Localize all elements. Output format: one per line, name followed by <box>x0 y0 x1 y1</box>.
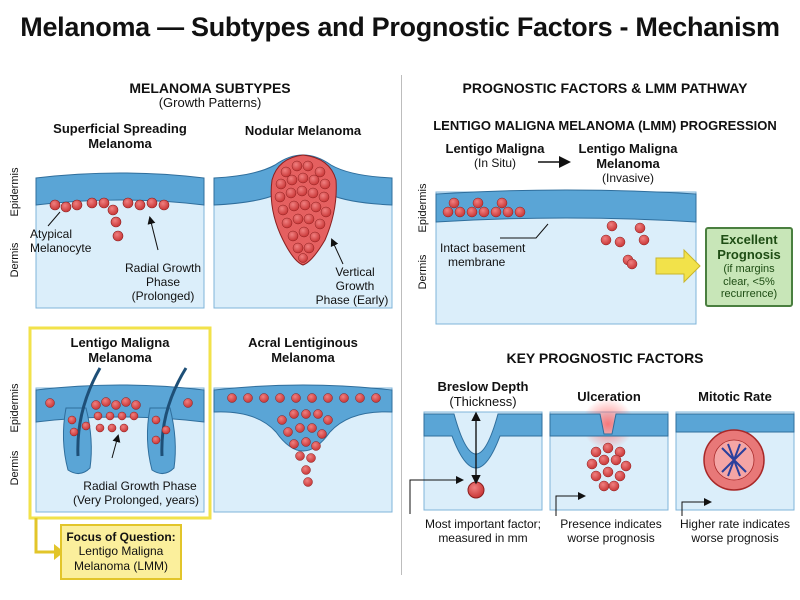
lmm-phase-label-1: Radial Growth Phase <box>83 479 197 493</box>
focus-title: Focus of Question: <box>66 530 176 544</box>
prog-dermis-label: Dermis <box>417 254 429 290</box>
prognosis-detail-2: clear, <5% <box>723 275 775 288</box>
stage1-title: Lentigo Maligna <box>445 141 545 156</box>
nodular-cells <box>274 160 332 263</box>
stage2-title-2: Melanoma <box>596 156 660 171</box>
ulceration-title: Ulceration <box>577 389 641 404</box>
ssm-cells <box>49 197 170 242</box>
ssm-cell-label-1: Atypical <box>30 227 73 241</box>
breslow-note-1: Most important factor; <box>424 517 542 531</box>
lmm-phase-label-2: (Very Prolonged, years) <box>72 493 200 507</box>
focus-line-1: Lentigo Maligna <box>78 544 164 559</box>
breslow-note-2: measured in mm <box>438 531 528 545</box>
acral-cells <box>227 393 381 487</box>
lmm-title-2: Melanoma <box>88 350 152 365</box>
mitotic-note-1: Higher rate indicates <box>679 517 791 531</box>
ulceration-note-1: Presence indicates <box>560 517 662 531</box>
mitotic-title: Mitotic Rate <box>698 389 772 404</box>
lmm-cells <box>45 397 193 445</box>
prognostic-heading: PROGNOSTIC FACTORS & LMM PATHWAY <box>462 80 748 96</box>
panel-breslow <box>409 411 543 514</box>
panel-lmm-progression <box>435 156 701 325</box>
stage2-subtitle: (Invasive) <box>601 171 654 185</box>
acral-title-1: Acral Lentiginous <box>248 335 358 350</box>
panel-nodular <box>213 154 393 309</box>
ulceration-cells <box>586 442 632 492</box>
breslow-subtitle: (Thickness) <box>449 394 517 409</box>
breslow-title: Breslow Depth <box>437 379 529 394</box>
lmm-epidermis-label: Epidermis <box>9 383 21 433</box>
column-divider <box>401 75 402 575</box>
acral-title-2: Melanoma <box>271 350 335 365</box>
prognosis-detail-3: recurrence) <box>720 288 778 301</box>
key-factors-title: KEY PROGNOSTIC FACTORS <box>506 350 704 366</box>
ssm-epidermis-label: Epidermis <box>9 167 21 217</box>
ssm-title-1: Superficial Spreading <box>53 121 187 136</box>
ssm-phase-label-3: (Prolonged) <box>131 289 195 303</box>
focus-line-2: Melanoma (LMM) <box>73 558 169 573</box>
page-title: Melanoma — Subtypes and Prognostic Facto… <box>20 12 780 42</box>
lmm-dermis-label: Dermis <box>9 450 21 486</box>
membrane-label-2: membrane <box>448 255 506 269</box>
nodular-title: Nodular Melanoma <box>244 123 362 138</box>
nodular-label-2: Growth <box>335 279 375 293</box>
prog-epidermis-label: Epidermis <box>417 183 429 233</box>
stage1-subtitle: (In Situ) <box>473 156 516 170</box>
nodular-label-3: Phase (Early) <box>315 293 389 307</box>
lmm-highlight-frame <box>28 326 212 520</box>
progression-title: LENTIGO MALIGNA MELANOMA (LMM) PROGRESSI… <box>433 118 777 133</box>
ssm-title-2: Melanoma <box>88 136 152 151</box>
panel-acral <box>213 384 393 513</box>
excellent-prognosis-box: Excellent Prognosis (if margins clear, <… <box>705 227 793 307</box>
subtypes-heading: MELANOMA SUBTYPES <box>129 80 291 96</box>
focus-of-question-box: Focus of Question: Lentigo Maligna Melan… <box>60 524 182 580</box>
panel-mitotic <box>675 411 795 516</box>
mitotic-note-2: worse prognosis <box>691 531 779 545</box>
membrane-label-1: Intact basement <box>440 241 526 255</box>
ssm-cell-label-2: Melanocyte <box>30 241 92 255</box>
ssm-phase-label-2: Phase <box>145 275 181 289</box>
ssm-dermis-label: Dermis <box>9 242 21 278</box>
prognosis-title-2: Prognosis <box>717 246 781 262</box>
nodular-label-1: Vertical <box>335 265 375 279</box>
lmm-title-1: Lentigo Maligna <box>70 335 170 350</box>
stage2-title-1: Lentigo Maligna <box>578 141 678 156</box>
panel-ssm <box>35 172 205 309</box>
subtypes-subheading: (Growth Patterns) <box>158 95 262 110</box>
ssm-phase-label-1: Radial Growth <box>124 261 202 275</box>
ulceration-note-2: worse prognosis <box>567 531 655 545</box>
panel-ulceration <box>549 398 669 516</box>
panel-lmm <box>35 367 205 513</box>
progression-cells <box>442 197 650 270</box>
prognosis-title-1: Excellent <box>720 232 778 247</box>
mitotic-chromosomes <box>721 443 747 477</box>
prognosis-detail-1: (if margins <box>723 262 775 275</box>
